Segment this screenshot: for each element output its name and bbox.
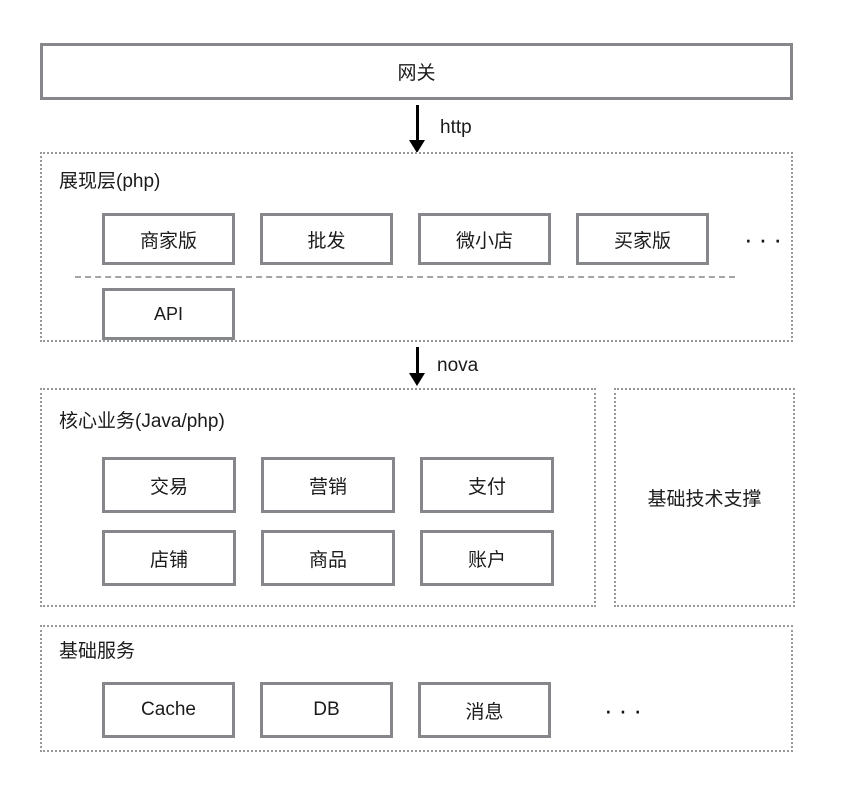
basic-services-row: Cache DB 消息 ···: [102, 682, 648, 738]
module-payment: 支付: [420, 457, 554, 513]
module-db: DB: [260, 682, 393, 738]
module-cache: Cache: [102, 682, 235, 738]
tech-support-box: 基础技术支撑: [614, 388, 795, 607]
arrow-head-icon: [409, 373, 425, 386]
tech-support-label: 基础技术支撑: [647, 489, 762, 510]
presentation-layer-box: 展现层(php) 商家版 批发 微小店 买家版 ··· API: [40, 152, 793, 342]
core-modules-grid: 交易 营销 支付 店铺 商品 账户: [102, 457, 579, 586]
module-account: 账户: [420, 530, 554, 586]
core-modules-row-2: 店铺 商品 账户: [102, 530, 579, 586]
arrow-down-http: [409, 105, 425, 153]
module-goods: 商品: [261, 530, 395, 586]
module-merchant-edition: 商家版: [102, 213, 235, 265]
module-buyer-edition: 买家版: [576, 213, 709, 265]
presentation-ellipsis: ···: [744, 224, 788, 254]
basic-services-ellipsis: ···: [604, 695, 648, 725]
module-marketing: 营销: [261, 457, 395, 513]
module-message: 消息: [418, 682, 551, 738]
arrow-line: [415, 105, 419, 140]
core-business-title: 核心业务(Java/php): [59, 411, 225, 432]
basic-services-box: 基础服务 Cache DB 消息 ···: [40, 625, 793, 752]
http-label: http: [440, 117, 472, 138]
arrow-head-icon: [409, 140, 425, 153]
arrow-line: [415, 347, 419, 373]
module-shop: 店铺: [102, 530, 236, 586]
core-modules-row-1: 交易 营销 支付: [102, 457, 579, 513]
module-wholesale: 批发: [260, 213, 393, 265]
core-business-box: 核心业务(Java/php) 交易 营销 支付 店铺 商品 账户: [40, 388, 596, 607]
api-separator-line: [75, 276, 735, 278]
presentation-modules-row: 商家版 批发 微小店 买家版 ···: [102, 213, 788, 265]
presentation-layer-title: 展现层(php): [59, 171, 161, 192]
gateway-box: 网关: [40, 43, 793, 100]
api-box: API: [102, 288, 235, 340]
nova-label: nova: [437, 355, 479, 376]
basic-services-title: 基础服务: [59, 641, 136, 662]
arrow-down-nova: [409, 347, 425, 386]
module-micro-shop: 微小店: [418, 213, 551, 265]
module-trade: 交易: [102, 457, 236, 513]
gateway-label: 网关: [397, 63, 436, 84]
